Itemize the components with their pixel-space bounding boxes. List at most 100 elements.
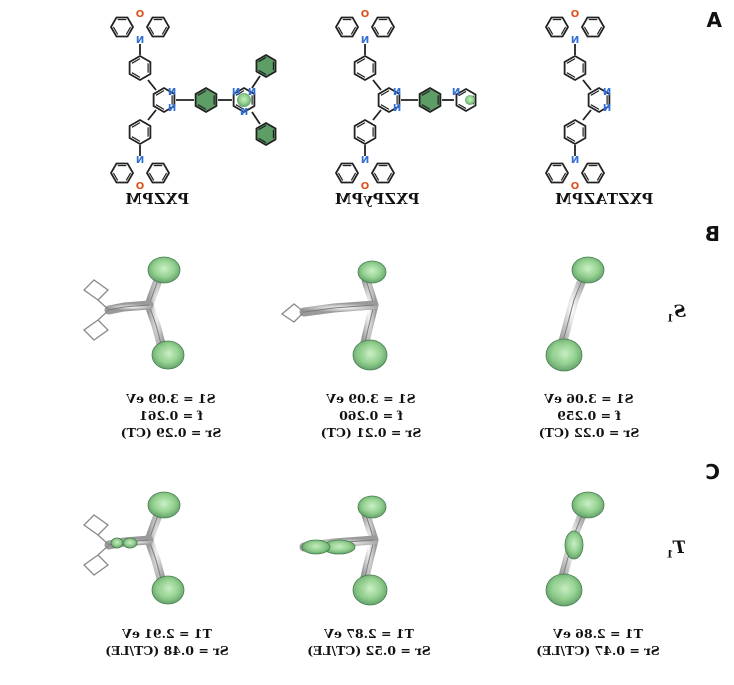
green-phenyl-ring <box>418 86 442 114</box>
scaffold-outline <box>361 514 375 591</box>
bond <box>372 109 382 121</box>
orbital-lobe <box>122 537 138 549</box>
double-bond <box>566 72 576 78</box>
orbital-lobe <box>357 495 387 519</box>
atom-label: N <box>232 87 240 98</box>
atom-label: N <box>393 103 401 114</box>
orbital-lobe <box>545 573 583 607</box>
pxz-ring <box>544 16 570 38</box>
double-bond <box>125 172 132 181</box>
double-bond <box>386 172 393 181</box>
orbital-lobe <box>545 338 583 372</box>
s1-oscillator: f = 0.260 <box>339 408 403 423</box>
green-phenyl-ring <box>255 53 277 79</box>
t1-energy: T1 = 2.86 eV <box>553 626 643 641</box>
atom-label: N <box>452 87 460 98</box>
double-bond <box>547 26 554 35</box>
atom-label: O <box>571 181 580 192</box>
scaffold-outline <box>361 279 375 356</box>
scaffold-outline <box>148 279 165 356</box>
double-bond <box>583 172 590 181</box>
green-phenyl-ring <box>255 121 277 147</box>
double-bond <box>148 172 155 181</box>
s1-values-pxzpypm: S1 = 3.09 eV f = 0.260 Sr = 0.21 (CT) <box>321 390 422 441</box>
double-bond <box>566 136 576 142</box>
phenyl-ring <box>563 118 587 146</box>
orbital-lobe <box>564 530 584 560</box>
double-bond <box>560 172 567 181</box>
double-bond <box>161 172 168 181</box>
panel-label-a: A <box>706 8 722 32</box>
atom-label: N <box>168 87 176 98</box>
double-bond <box>560 26 567 35</box>
double-bond <box>131 72 141 78</box>
scaffold-outline <box>303 304 375 313</box>
molecule-name-pxzpm: PXZPM <box>124 190 190 208</box>
bond <box>582 79 592 91</box>
pxz-ring <box>334 16 360 38</box>
atom-label: N <box>136 35 144 46</box>
double-bond <box>258 56 267 63</box>
phenyl-ring <box>563 54 587 82</box>
double-bond <box>421 104 431 110</box>
pxz-ring <box>145 162 171 184</box>
double-bond <box>258 124 267 131</box>
pxz-ring <box>580 16 606 38</box>
atom-label: N <box>603 103 611 114</box>
orbital-lobe <box>151 340 185 370</box>
pxz-ring <box>370 16 396 38</box>
double-bond <box>235 90 245 96</box>
t1-energy: T1 = 2.91 eV <box>122 626 212 641</box>
green-phenyl-ring <box>194 86 218 114</box>
double-bond <box>258 137 267 144</box>
s1-sr: Sr = 0.22 (CT) <box>538 425 640 440</box>
double-bond <box>590 90 600 96</box>
orbital-lobe <box>352 339 388 371</box>
s1-oscillator: f = 0.259 <box>557 408 621 423</box>
orbital-lobe <box>301 539 331 555</box>
atom-label: N <box>393 87 401 98</box>
s1-energy: S1 = 3.09 eV <box>326 391 416 406</box>
atom-label: N <box>571 35 579 46</box>
t1-values-pxzpypm: T1 = 2.87 eV Sr = 0.52 (CT/LE) <box>307 625 431 659</box>
bond <box>251 75 261 89</box>
bond <box>251 111 261 125</box>
atom-label: O <box>136 181 145 192</box>
double-bond <box>148 26 155 35</box>
double-bond <box>131 58 141 64</box>
triazine-highlight <box>237 93 251 107</box>
t1-sr: Sr = 0.52 (CT/LE) <box>307 643 431 658</box>
wireframe-bonds <box>82 514 110 546</box>
bond <box>372 79 382 91</box>
atom-label: N <box>136 155 144 166</box>
orbital-lobe <box>352 574 388 606</box>
double-bond <box>421 90 431 96</box>
wireframe-bonds <box>82 544 110 576</box>
double-bond <box>356 122 366 128</box>
atom-label: N <box>571 155 579 166</box>
t1-values-pxztazpm: T1 = 2.86 eV Sr = 0.47 (CT/LE) <box>536 625 660 659</box>
s1-energy: S1 = 3.09 eV <box>126 391 216 406</box>
orbital-lobe <box>571 491 605 519</box>
s1-values-pxztazpm: S1 = 3.06 eV f = 0.259 Sr = 0.22 (CT) <box>539 390 640 441</box>
orbital-lobe <box>151 575 185 605</box>
atom-label: N <box>168 103 176 114</box>
wireframe-bonds <box>82 279 110 311</box>
atom-label: N <box>248 87 256 98</box>
panel-label-c: C <box>705 460 720 484</box>
molecule-name-pxztazpm: PXZTAZPM <box>554 190 654 208</box>
phenyl-ring <box>128 54 152 82</box>
atom-label: N <box>361 155 369 166</box>
orbital-lobe <box>357 260 387 284</box>
state-label-t1: T1 <box>666 538 686 561</box>
pxz-ring <box>109 162 135 184</box>
double-bond <box>596 172 603 181</box>
wireframe-bonds <box>280 303 305 323</box>
bond <box>147 109 157 121</box>
orbital-render-t1 <box>82 491 605 607</box>
double-bond <box>337 26 344 35</box>
scaffold-outline <box>148 514 165 591</box>
wireframe-bonds <box>82 309 110 341</box>
s1-oscillator: f = 0.261 <box>139 408 203 423</box>
